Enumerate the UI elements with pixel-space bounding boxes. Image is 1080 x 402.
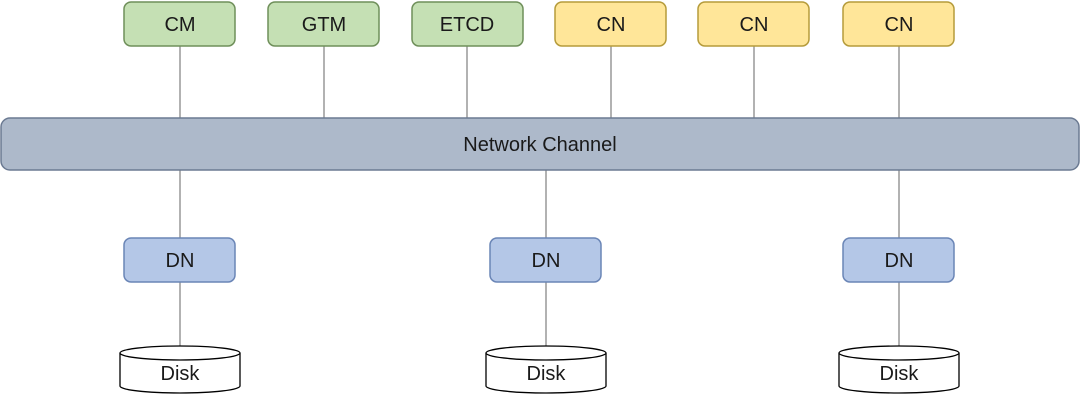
node-cn-3-box	[842, 1, 955, 47]
data-node-2-box	[489, 237, 602, 283]
node-cm-label: CM	[164, 14, 195, 36]
network-channel-bar	[0, 117, 1080, 171]
disk-3-body	[838, 353, 960, 394]
disk-3-label: Disk	[880, 363, 920, 385]
disk-2-top	[485, 345, 607, 361]
bottom-connectors	[179, 170, 900, 346]
node-etcd-box	[411, 1, 524, 47]
network-channel: Network Channel	[0, 117, 1080, 171]
node-cn-1-label: CN	[597, 14, 626, 36]
node-gtm: GTM	[267, 1, 380, 47]
data-node-3-box	[842, 237, 955, 283]
disk-1-top	[119, 345, 241, 361]
disk-2: Disk	[485, 345, 607, 394]
disk-1-label: Disk	[161, 363, 201, 385]
disk-1: Disk	[119, 345, 241, 394]
data-node-1-label: DN	[166, 250, 195, 272]
node-cn-3: CN	[842, 1, 955, 47]
node-cn-2: CN	[697, 1, 810, 47]
node-cn-2-box	[697, 1, 810, 47]
top-connectors	[179, 46, 900, 118]
node-etcd-label: ETCD	[440, 14, 494, 36]
data-node-3: DN	[842, 237, 955, 283]
data-node-1-box	[123, 237, 236, 283]
node-cn-1: CN	[554, 1, 667, 47]
node-gtm-box	[267, 1, 380, 47]
data-node-1: DN	[123, 237, 236, 283]
node-cn-1-box	[554, 1, 667, 47]
disk-2-label: Disk	[527, 363, 567, 385]
data-node-2-label: DN	[532, 250, 561, 272]
node-etcd: ETCD	[411, 1, 524, 47]
disk-2-body	[485, 353, 607, 394]
disk-1-body	[119, 353, 241, 394]
network-channel-label: Network Channel	[463, 134, 616, 156]
node-cn-3-label: CN	[885, 14, 914, 36]
data-node-3-label: DN	[885, 250, 914, 272]
data-node-2: DN	[489, 237, 602, 283]
node-cm: CM	[123, 1, 236, 47]
disk-3: Disk	[838, 345, 960, 394]
node-cn-2-label: CN	[740, 14, 769, 36]
disk-3-top	[838, 345, 960, 361]
node-cm-box	[123, 1, 236, 47]
node-gtm-label: GTM	[302, 14, 346, 36]
